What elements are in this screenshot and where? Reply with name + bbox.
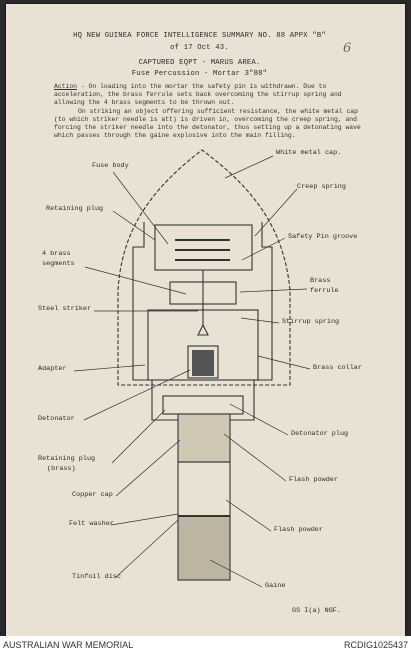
summary-date: of 17 Oct 43.	[170, 44, 229, 52]
archive-id: RCDIG1025437	[343, 640, 408, 650]
label-brass-segments-1: 4 brass	[42, 250, 71, 258]
detonator-plug-shape	[162, 395, 244, 415]
flash-powder-upper-shape	[177, 413, 231, 463]
label-adapter: Adapter	[38, 365, 67, 373]
subject-heading: Fuse Percussion - Mortar 3"88"	[131, 70, 268, 78]
label-flash-powder-2: Flash powder	[274, 526, 323, 534]
archive-name: AUSTRALIAN WAR MEMORIAL	[3, 640, 134, 650]
label-brass-ferrule-2: ferrule	[310, 287, 339, 295]
label-brass-segments-2: segments	[42, 260, 75, 268]
action-para-1: - On loading into the mortar the safety …	[54, 83, 342, 107]
label-copper-cap: Copper cap	[72, 491, 113, 499]
label-creep-spring: Creep spring	[297, 183, 346, 191]
label-fuse-body: Fuse body	[92, 162, 129, 170]
adapter-shape	[147, 309, 259, 381]
label-detonator-plug: Detonator plug	[291, 430, 349, 438]
label-felt-washer: Felt washer	[69, 520, 114, 528]
section-heading: CAPTURED EQPT - MARUS AREA.	[138, 59, 261, 67]
page-number: 6	[343, 41, 352, 56]
action-label: Action	[54, 83, 78, 90]
creep-spring-shape	[175, 239, 230, 261]
label-retaining-plug-brass-2: (brass)	[47, 465, 76, 473]
action-para-2: On striking an object offering sufficien…	[54, 107, 361, 140]
gaine-shape	[177, 515, 231, 581]
summary-heading: HQ NEW GUINEA FORCE INTELLIGENCE SUMMARY…	[73, 32, 326, 40]
label-retaining-plug-brass-1: Retaining plug	[38, 455, 96, 463]
leader-lines	[73, 155, 311, 588]
steel-striker-shape	[197, 270, 209, 336]
label-brass-collar: Brass collar	[313, 364, 362, 372]
archive-footer: AUSTRALIAN WAR MEMORIAL RCDIG1025437	[0, 636, 411, 654]
label-steel-striker: Steel striker	[38, 305, 92, 313]
label-white-metal-cap: White metal cap.	[276, 149, 342, 157]
label-detonator: Detonator	[38, 415, 75, 423]
action-text: Action - On loading into the mortar the …	[54, 83, 366, 140]
label-stirrup-spring: Stirrup spring	[282, 318, 340, 326]
label-safety-pin-groove: Safety Pin groove	[288, 233, 358, 241]
white-metal-cap-outline	[117, 149, 291, 386]
distribution-note: GS I(a) NGF.	[292, 607, 341, 615]
label-tinfoil-disc: Tinfoil disc	[72, 573, 121, 581]
detonator-shape	[187, 345, 219, 379]
action-paragraph: Action - On loading into the mortar the …	[54, 83, 366, 108]
label-retaining-plug: Retaining plug	[46, 205, 104, 213]
label-brass-ferrule-1: Brass	[310, 277, 331, 285]
label-flash-powder-1: Flash powder	[289, 476, 338, 484]
retaining-plug-shape	[154, 224, 253, 271]
label-gaine: Gaine	[265, 582, 286, 590]
retaining-plug-brass-shape	[177, 461, 231, 517]
